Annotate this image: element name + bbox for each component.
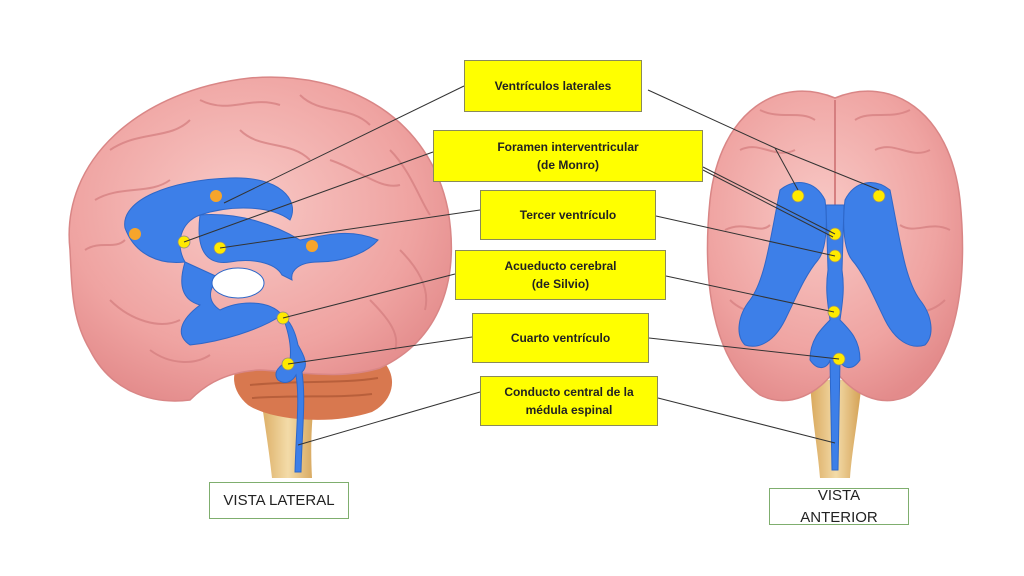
- label-lateral-ventricles: Ventrículos laterales: [464, 60, 642, 112]
- label-cerebral-aqueduct: Acueducto cerebral (de Silvio): [455, 250, 666, 300]
- leader-lines: [183, 85, 880, 446]
- lateral-marker-orange-2: [129, 228, 141, 240]
- caption-lateral-view: VISTA LATERAL: [209, 482, 349, 519]
- anterior-marker-lateral-left: [791, 189, 805, 203]
- anterior-marker-lateral-right: [872, 189, 886, 203]
- lateral-marker-orange-1: [210, 190, 222, 202]
- label-fourth-ventricle: Cuarto ventrículo: [472, 313, 649, 363]
- caption-anterior-view: VISTA ANTERIOR: [769, 487, 909, 526]
- anterior-view-brain: [706, 90, 964, 478]
- label-interventricular-foramen: Foramen interventricular (de Monro): [433, 130, 703, 182]
- label-third-ventricle: Tercer ventrículo: [480, 190, 656, 240]
- anterior-ventricular-system: [738, 182, 932, 471]
- lateral-marker-orange-3: [306, 240, 318, 252]
- label-central-canal: Conducto central de la médula espinal: [480, 376, 658, 426]
- lateral-view-brain: [68, 76, 453, 478]
